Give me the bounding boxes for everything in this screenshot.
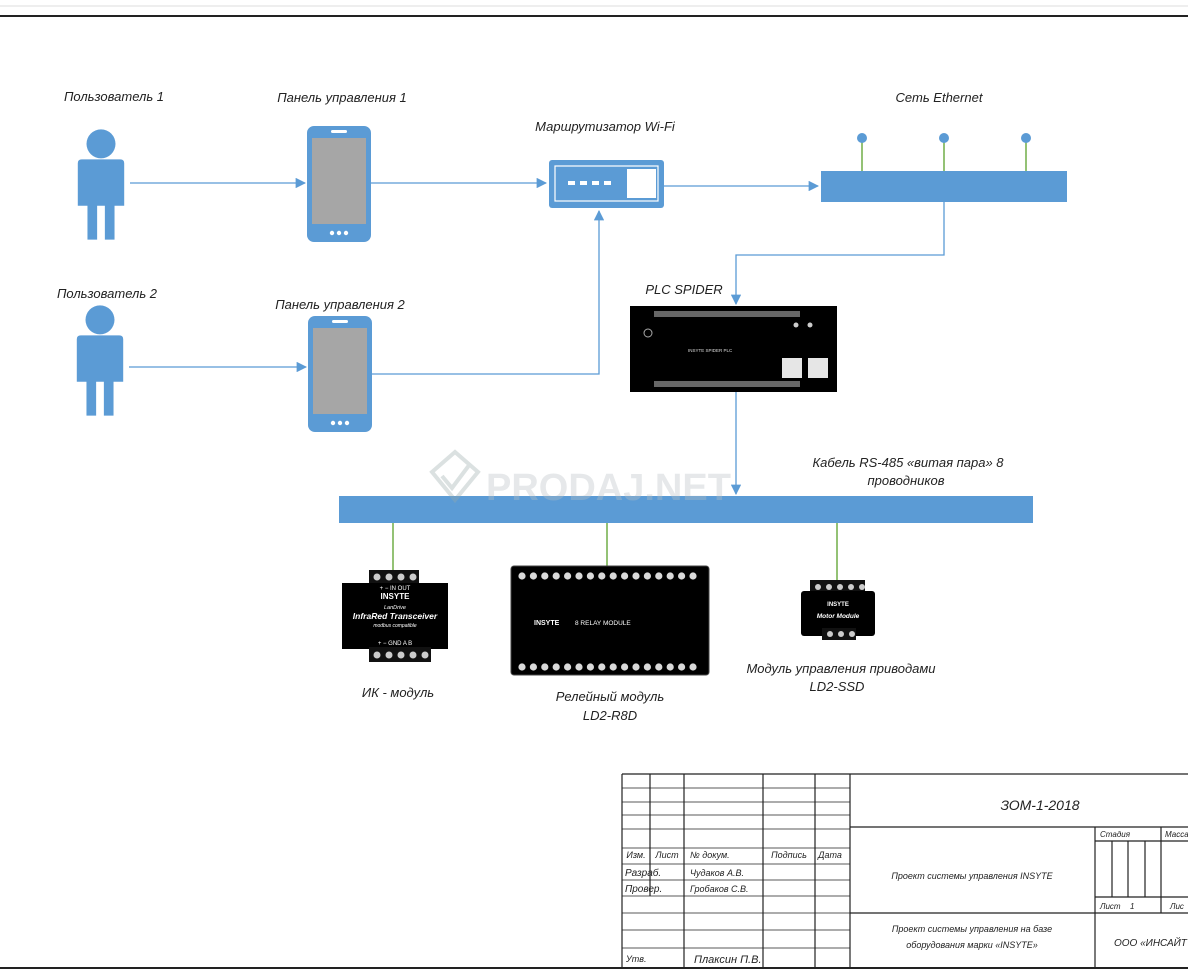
user1-label: Пользователь 1 <box>64 89 164 104</box>
plc-brand-text: INSYTE SPIDER PLC <box>688 348 733 353</box>
terminal-screw <box>552 572 560 580</box>
sheet-label: Лист <box>1099 902 1121 911</box>
terminal-screw <box>541 663 549 671</box>
drive-label-line2: LD2-SSD <box>810 679 865 694</box>
hdr-izm: Изм. <box>626 850 645 860</box>
row-role-1: Провер. <box>625 884 662 895</box>
terminal-screw <box>678 572 686 580</box>
row-name-2: Плаксин П.В. <box>694 954 762 966</box>
terminal-screw <box>541 572 549 580</box>
relay-label-line1: Релейный модуль <box>556 689 665 704</box>
terminal-screw <box>621 663 629 671</box>
terminal-screw <box>632 572 640 580</box>
sheets-label: Лис <box>1169 902 1184 911</box>
ir-bottom-pins: + − GND A B <box>378 641 412 647</box>
terminal-screw <box>598 572 606 580</box>
mass-header: Масса <box>1165 830 1188 839</box>
terminal-screw <box>564 572 572 580</box>
ir-brand-text: INSYTE <box>381 592 411 601</box>
terminal-screw <box>655 572 663 580</box>
ir-module-device: + − IN OUT INSYTE LanDrive InfraRed Tran… <box>342 570 448 662</box>
wifi-router-icon <box>549 160 664 208</box>
relay-top-terminals <box>518 572 697 580</box>
row-name-1: Гробаков С.В. <box>690 884 749 894</box>
sheet-number: 1 <box>1130 902 1134 911</box>
hdr-date: Дата <box>817 850 842 860</box>
drive-brand-text: INSYTE <box>827 602 849 608</box>
terminal-screw <box>655 663 663 671</box>
relay-brand-text: INSYTE <box>534 620 560 627</box>
terminal-screw <box>518 663 526 671</box>
ethernet-label: Сеть Ethernet <box>896 90 984 105</box>
hdr-doc-no: № докум. <box>690 850 730 860</box>
watermark-text: PRODAJ.NET <box>486 467 731 509</box>
panel1-phone-icon <box>307 126 371 242</box>
watermark: PRODAJ.NET <box>429 449 731 509</box>
stage-header: Стадия <box>1100 830 1131 839</box>
rs485-cable-bus <box>339 496 1033 523</box>
user1-person-icon <box>77 129 125 240</box>
row-role-2: Утв. <box>625 954 646 964</box>
relay-module-device: INSYTE 8 RELAY MODULE <box>510 565 710 676</box>
plc-label: PLC SPIDER <box>645 282 722 297</box>
terminal-screw <box>643 572 652 580</box>
terminal-screw <box>575 663 583 671</box>
ir-compat-text: modbus compatible <box>373 623 417 629</box>
terminal-screw <box>586 663 595 671</box>
relay-label-line2: LD2-R8D <box>583 708 637 723</box>
terminal-screw <box>529 663 538 671</box>
module-drop-lines <box>392 523 838 582</box>
hdr-list: Лист <box>654 850 679 860</box>
terminal-screw <box>564 663 572 671</box>
terminal-screw <box>678 663 686 671</box>
terminal-screw <box>552 663 560 671</box>
ir-module-label: ИК - модуль <box>362 685 434 700</box>
terminal-screw <box>575 572 583 580</box>
drive-module-device: INSYTE Motor Module <box>801 580 875 640</box>
terminal-screw <box>689 572 697 580</box>
terminal-screw <box>529 572 538 580</box>
terminal-screw <box>598 663 606 671</box>
terminal-screw <box>609 572 617 580</box>
terminal-screw <box>586 572 595 580</box>
doc-code: ЗОМ-1-2018 <box>1000 797 1079 813</box>
ir-name-text: InfraRed Transceiver <box>353 611 438 621</box>
plc-spider-device: INSYTE SPIDER PLC <box>630 306 837 392</box>
terminal-screw <box>666 572 674 580</box>
terminal-screw <box>666 663 674 671</box>
title-block: ЗОМ-1-2018 Изм. Лист № докум. Подпись Да… <box>621 773 1188 968</box>
terminal-screw <box>632 663 640 671</box>
stamp-title: Проект системы управления INSYTE <box>891 871 1053 881</box>
terminal-screw <box>621 572 629 580</box>
ethernet-bus <box>821 133 1067 202</box>
ir-sub-text: LanDrive <box>384 605 406 611</box>
user2-label: Пользователь 2 <box>57 286 158 301</box>
stamp-subtitle-line1: Проект системы управления на базе <box>892 924 1052 934</box>
drive-name-text: Motor Module <box>817 613 860 620</box>
terminal-screw <box>643 663 652 671</box>
panel1-label: Панель управления 1 <box>277 90 407 105</box>
company-name: ООО «ИНСАЙТ Эл <box>1114 936 1188 949</box>
ir-top-pins: + − IN OUT <box>380 586 411 592</box>
hdr-sign: Подпись <box>771 850 807 860</box>
cable-label-line2: проводников <box>867 473 944 488</box>
connection-lines <box>129 177 945 496</box>
drive-label-line1: Модуль управления приводами <box>746 661 935 676</box>
terminal-screw <box>518 572 526 580</box>
panel2-label: Панель управления 2 <box>275 297 405 312</box>
row-name-0: Чудаков А.В. <box>690 868 744 878</box>
terminal-screw <box>689 663 697 671</box>
terminal-screw <box>609 663 617 671</box>
cable-label-line1: Кабель RS-485 «витая пара» 8 <box>812 455 1004 470</box>
relay-name-text: 8 RELAY MODULE <box>575 620 631 627</box>
relay-bottom-terminals <box>518 663 697 671</box>
router-label: Маршрутизатор Wi-Fi <box>535 119 676 134</box>
panel2-phone-icon <box>308 316 372 432</box>
user2-person-icon <box>76 305 124 416</box>
row-role-0: Разраб. <box>625 867 661 879</box>
stamp-subtitle-line2: оборудования марки «INSYTE» <box>906 940 1037 950</box>
